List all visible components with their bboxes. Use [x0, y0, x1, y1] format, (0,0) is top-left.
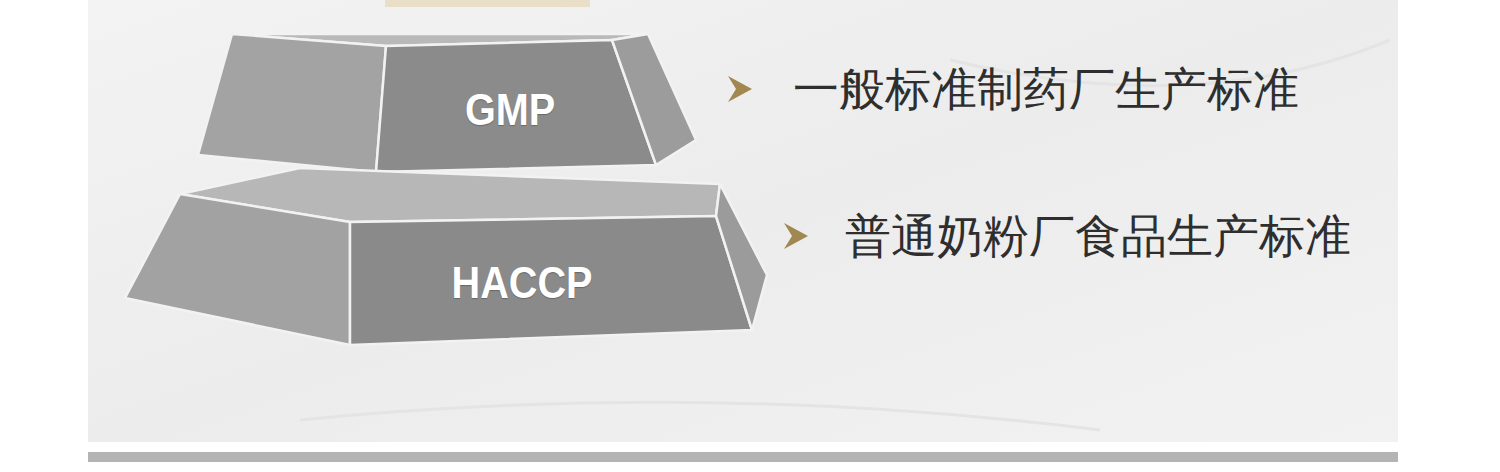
bullet-arrow: [784, 223, 808, 249]
slab-face: [350, 216, 752, 345]
slab-face: [125, 194, 350, 345]
description-text: 一般标准制药厂生产标准: [793, 66, 1299, 112]
slab-face: [612, 34, 696, 165]
slab-face: [716, 184, 767, 330]
slab-face: [198, 34, 386, 172]
slab-outline: [185, 28, 705, 180]
slab-face: [376, 40, 656, 172]
slab-outline: [118, 162, 774, 354]
top-fragment: [385, 0, 590, 7]
standard-name: GMP: [465, 85, 555, 135]
bullet-arrow: [728, 76, 752, 102]
description-text: 普通奶粉厂食品生产标准: [845, 213, 1351, 259]
bottom-bar: [88, 452, 1398, 462]
stacked-slab: GMP: [185, 28, 705, 180]
standard-name: HACCP: [452, 258, 593, 308]
stacked-slab: HACCP: [118, 162, 774, 354]
marble-vein: [300, 40, 1390, 430]
panel: [88, 0, 1398, 442]
